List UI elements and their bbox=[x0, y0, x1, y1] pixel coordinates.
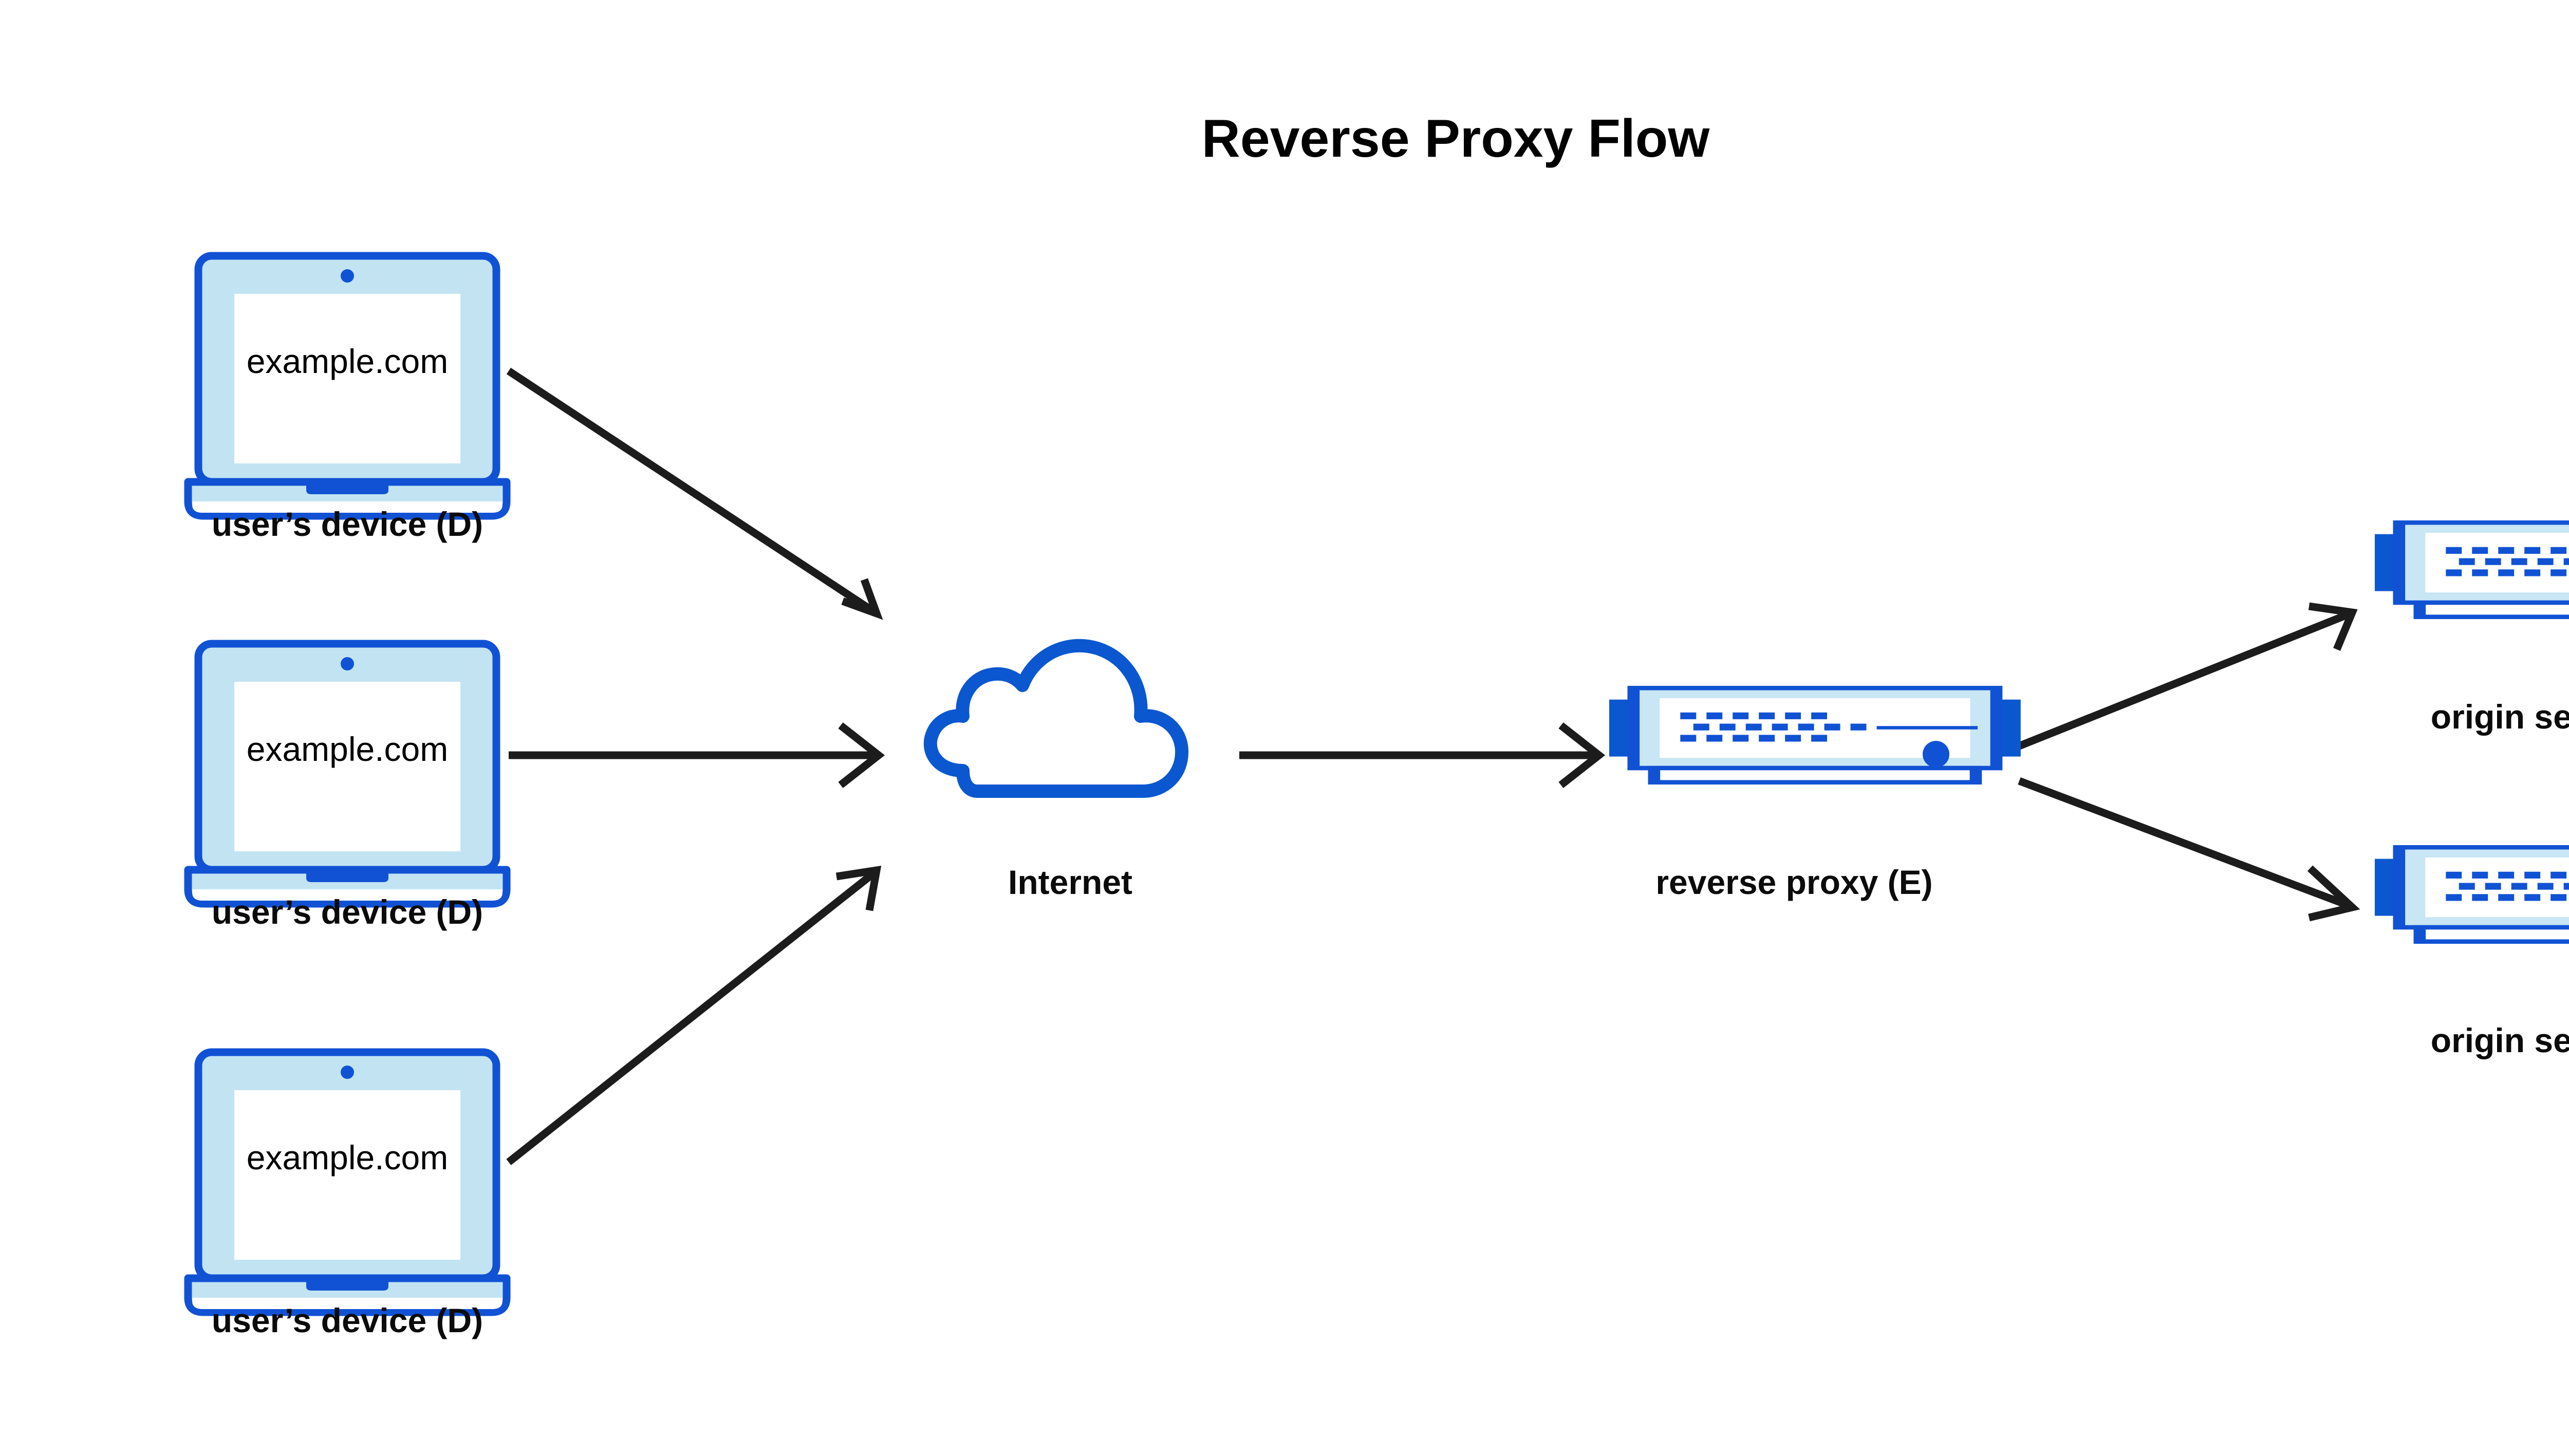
node-client-1[interactable]: example.com user’s device (D) bbox=[188, 256, 507, 543]
arrow-client3-to-internet bbox=[506, 865, 882, 1165]
laptop-icon bbox=[188, 644, 507, 904]
arrow-proxy-to-origin2 bbox=[2018, 777, 2360, 922]
arrow-internet-to-proxy bbox=[1239, 722, 1606, 788]
node-client-2[interactable]: example.com user’s device (D) bbox=[188, 644, 507, 931]
client-label: user’s device (D) bbox=[212, 1301, 483, 1339]
laptop-icon bbox=[188, 256, 507, 516]
client-screen-text: example.com bbox=[247, 1138, 449, 1177]
node-origin-1[interactable]: origin server (F) bbox=[2375, 522, 2569, 736]
origin-label: origin server (F) bbox=[2431, 698, 2569, 736]
server-icon bbox=[1609, 688, 2021, 782]
origin-label: origin server (F) bbox=[2431, 1021, 2569, 1059]
proxy-indicator-dot bbox=[1923, 741, 1949, 768]
arrow-proxy-to-origin1 bbox=[2018, 602, 2358, 750]
arrow-client1-to-internet bbox=[506, 367, 883, 620]
cloud-icon bbox=[930, 646, 1182, 791]
client-screen-text: example.com bbox=[247, 342, 449, 380]
node-client-3[interactable]: example.com user’s device (D) bbox=[188, 1052, 507, 1339]
arrow-client2-to-internet bbox=[509, 722, 885, 788]
node-internet[interactable]: Internet bbox=[930, 646, 1182, 901]
laptop-icon bbox=[188, 1052, 507, 1312]
internet-label: Internet bbox=[1008, 863, 1132, 901]
server-icon bbox=[2375, 522, 2569, 617]
node-reverse-proxy[interactable]: reverse proxy (E) bbox=[1609, 688, 2021, 901]
client-screen-text: example.com bbox=[247, 730, 449, 768]
page-title: Reverse Proxy Flow bbox=[1202, 109, 1710, 169]
proxy-label: reverse proxy (E) bbox=[1655, 863, 1932, 901]
server-icon bbox=[2375, 847, 2569, 941]
client-label: user’s device (D) bbox=[212, 893, 483, 931]
node-origin-2[interactable]: origin server (F) bbox=[2375, 847, 2569, 1059]
client-label: user’s device (D) bbox=[212, 505, 483, 543]
